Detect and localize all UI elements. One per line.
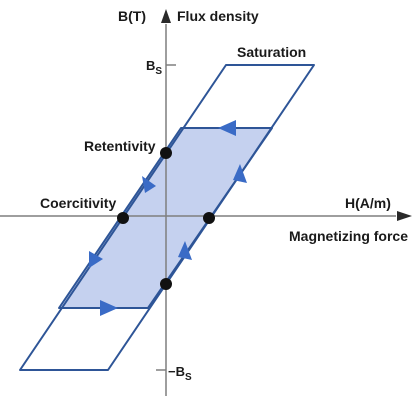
neg-bs-tick-label: −BS <box>168 364 192 383</box>
y-axis-description: Flux density <box>177 8 259 24</box>
retentivity-label: Retentivity <box>84 138 156 154</box>
arrow-top-left <box>218 120 236 136</box>
coercivity-point-right <box>203 212 215 224</box>
arrow-bottom-right <box>100 300 118 316</box>
arrow-descending-left <box>142 176 156 193</box>
x-axis-label: H(A/m) <box>345 195 391 211</box>
neg-bs-tick-label-sub: S <box>185 372 192 383</box>
retentivity-point-top <box>160 147 172 159</box>
coercivity-point-left <box>117 212 129 224</box>
retentivity-point-bottom <box>160 278 172 290</box>
arrow-ascending-right <box>233 164 247 183</box>
bs-tick-label-sub: S <box>155 66 162 77</box>
bs-tick-label: BS <box>146 58 162 77</box>
neg-bs-tick-label-main: −B <box>168 364 185 379</box>
x-axis-description: Magnetizing force <box>289 228 408 244</box>
saturation-label: Saturation <box>237 44 306 60</box>
y-axis-label: B(T) <box>118 8 146 24</box>
coercivity-label: Coercitivity <box>40 195 116 211</box>
x-axis-arrowhead <box>397 211 412 221</box>
y-axis-arrowhead <box>161 9 171 23</box>
bs-tick-label-main: B <box>146 58 155 73</box>
arrow-lower-right <box>178 241 192 260</box>
arrow-lower-left <box>89 251 103 268</box>
saturation-loop-outline <box>19 64 315 371</box>
